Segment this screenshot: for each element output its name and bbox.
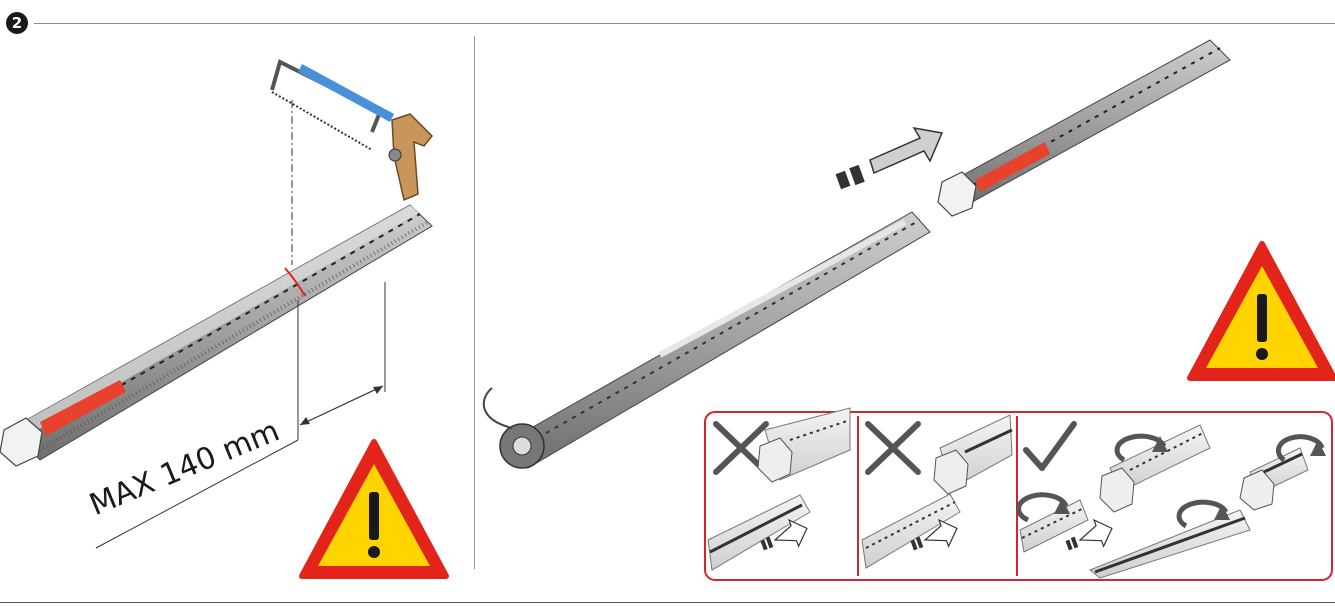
- step-number-badge: 2: [6, 12, 28, 34]
- tube-warning-label: [975, 142, 1050, 192]
- motor-cable: [482, 387, 513, 429]
- tube-warning-label: [40, 380, 126, 436]
- warning-triangle-icon: [1190, 244, 1334, 378]
- rotate-arrow-icon: [1114, 433, 1168, 463]
- header-rule: [34, 23, 1335, 24]
- measurement-dimension: [95, 282, 386, 549]
- cut-mark: [284, 267, 306, 297]
- panel-divider: [474, 36, 475, 569]
- wrong-orientation-2: [861, 414, 1013, 569]
- wrong-orientation-1: [707, 407, 851, 571]
- hacksaw-icon: [270, 59, 434, 202]
- orientation-callout: [704, 407, 1333, 581]
- rotate-arrow-icon: [1016, 492, 1070, 523]
- left-tube: [0, 204, 433, 467]
- rotate-arrow-icon: [1275, 434, 1326, 463]
- rotate-arrow-icon: [1176, 499, 1230, 529]
- cross-icon: [865, 421, 921, 475]
- footer-rule: [0, 602, 1335, 603]
- motor-tube-assembly: [482, 211, 931, 469]
- tube-end-cap: [0, 417, 43, 467]
- checkmark-icon: [1023, 421, 1077, 471]
- warning-triangle-icon: [302, 442, 446, 576]
- slide-arrow-icon: [835, 126, 944, 190]
- correct-orientation: [1019, 424, 1309, 579]
- cross-icon: [713, 421, 769, 475]
- upper-tube-segment: [937, 39, 1231, 217]
